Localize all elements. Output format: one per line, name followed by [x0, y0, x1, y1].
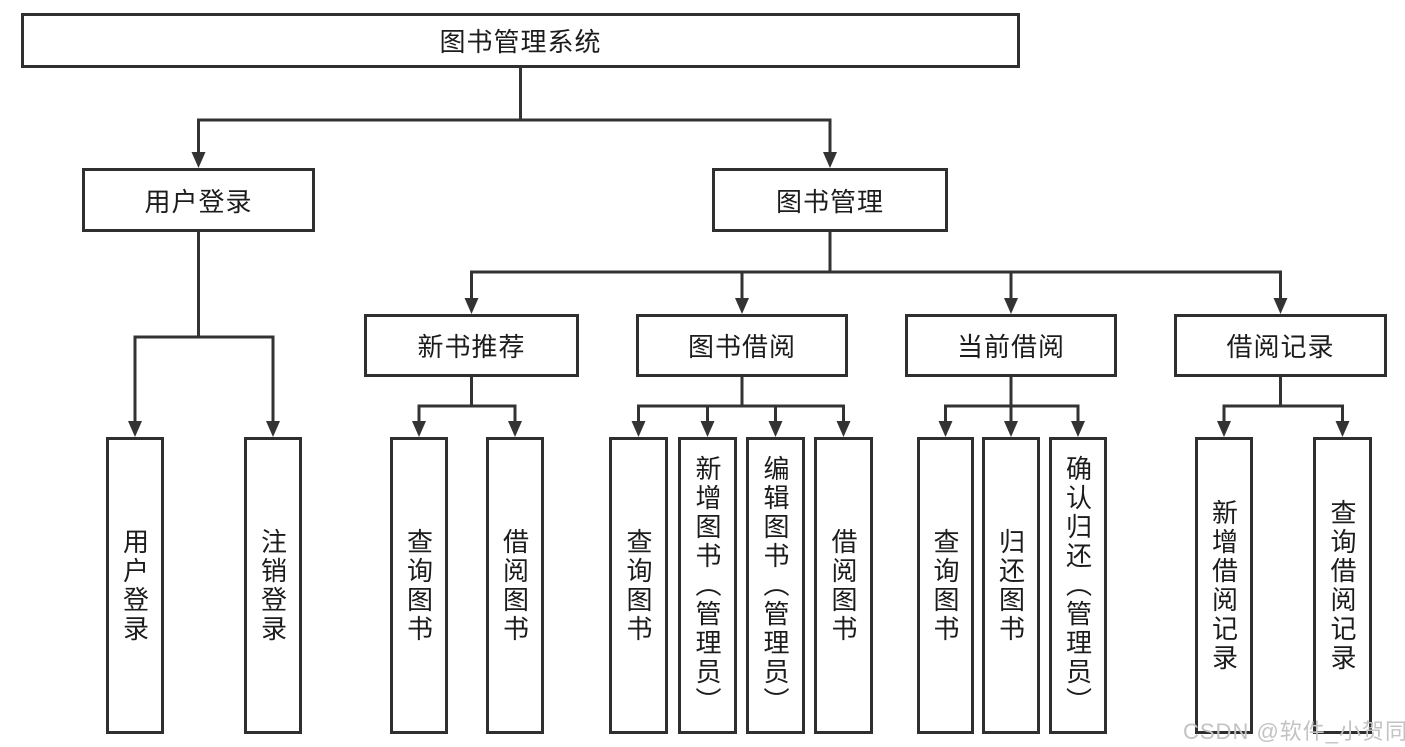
node-records: 借阅记录	[1174, 314, 1387, 377]
node-label-current: 当前借阅	[956, 332, 1065, 362]
arrowhead-icon	[266, 421, 280, 437]
arrowhead-icon	[836, 421, 851, 437]
arrowhead-icon	[508, 421, 522, 437]
node-label-u1: 用户登录	[119, 527, 150, 644]
node-label-b4: 借阅图书	[828, 527, 858, 644]
watermark-text: CSDN @软件_小贺同学	[1183, 719, 1405, 744]
node-root: 图书管理系统	[21, 13, 1020, 68]
node-borrow: 图书借阅	[636, 314, 848, 377]
node-mgmt: 图书管理	[712, 168, 948, 232]
arrowhead-icon	[1071, 421, 1085, 437]
node-label-e2: 查询借阅记录	[1327, 498, 1357, 673]
node-current: 当前借阅	[905, 314, 1117, 377]
node-label-r2: 借阅图书	[499, 527, 530, 644]
node-label-mgmt: 图书管理	[775, 186, 884, 217]
arrowhead-icon	[191, 152, 206, 168]
node-e2: 查询借阅记录	[1313, 437, 1372, 734]
node-b1: 查询图书	[609, 437, 668, 734]
arrowhead-icon	[1004, 298, 1018, 314]
arrowhead-icon	[768, 421, 783, 437]
node-label-b2: 新增图书（管理员）	[692, 455, 722, 716]
node-b3: 编辑图书（管理员）	[746, 437, 805, 734]
node-label-c2: 归还图书	[995, 527, 1026, 644]
node-label-c1: 查询图书	[930, 527, 960, 644]
node-b2: 新增图书（管理员）	[678, 437, 737, 734]
node-label-c3: 确认归还（管理员）	[1062, 455, 1093, 716]
node-label-root: 图书管理系统	[439, 27, 602, 57]
node-login: 用户登录	[82, 168, 315, 232]
node-u2: 注销登录	[244, 437, 302, 734]
node-c3: 确认归还（管理员）	[1049, 437, 1107, 734]
node-b4: 借阅图书	[814, 437, 873, 734]
node-rec: 新书推荐	[364, 314, 579, 377]
node-r2: 借阅图书	[486, 437, 544, 734]
node-label-records: 借阅记录	[1226, 332, 1335, 362]
node-c2: 归还图书	[982, 437, 1040, 734]
node-label-login: 用户登录	[144, 186, 253, 217]
arrowhead-icon	[735, 298, 749, 314]
arrowhead-icon	[631, 421, 646, 437]
node-label-borrow: 图书借阅	[687, 332, 796, 362]
node-label-r1: 查询图书	[403, 527, 434, 644]
node-label-b3: 编辑图书（管理员）	[760, 455, 790, 716]
arrowhead-icon	[1273, 298, 1288, 314]
node-u1: 用户登录	[106, 437, 164, 734]
arrowhead-icon	[1335, 421, 1350, 437]
node-label-b1: 查询图书	[623, 527, 653, 644]
node-r1: 查询图书	[390, 437, 448, 734]
arrowhead-icon	[700, 421, 715, 437]
node-label-rec: 新书推荐	[417, 332, 526, 362]
arrowhead-icon	[412, 421, 426, 437]
arrowhead-icon	[128, 421, 142, 437]
node-c1: 查询图书	[917, 437, 974, 734]
node-label-e1: 新增借阅记录	[1208, 498, 1239, 673]
node-label-u2: 注销登录	[257, 527, 288, 644]
arrowhead-icon	[1004, 421, 1018, 437]
arrowhead-icon	[938, 421, 953, 437]
arrowhead-icon	[464, 298, 479, 314]
arrowhead-icon	[823, 152, 837, 168]
node-e1: 新增借阅记录	[1195, 437, 1253, 734]
arrowhead-icon	[1217, 421, 1231, 437]
